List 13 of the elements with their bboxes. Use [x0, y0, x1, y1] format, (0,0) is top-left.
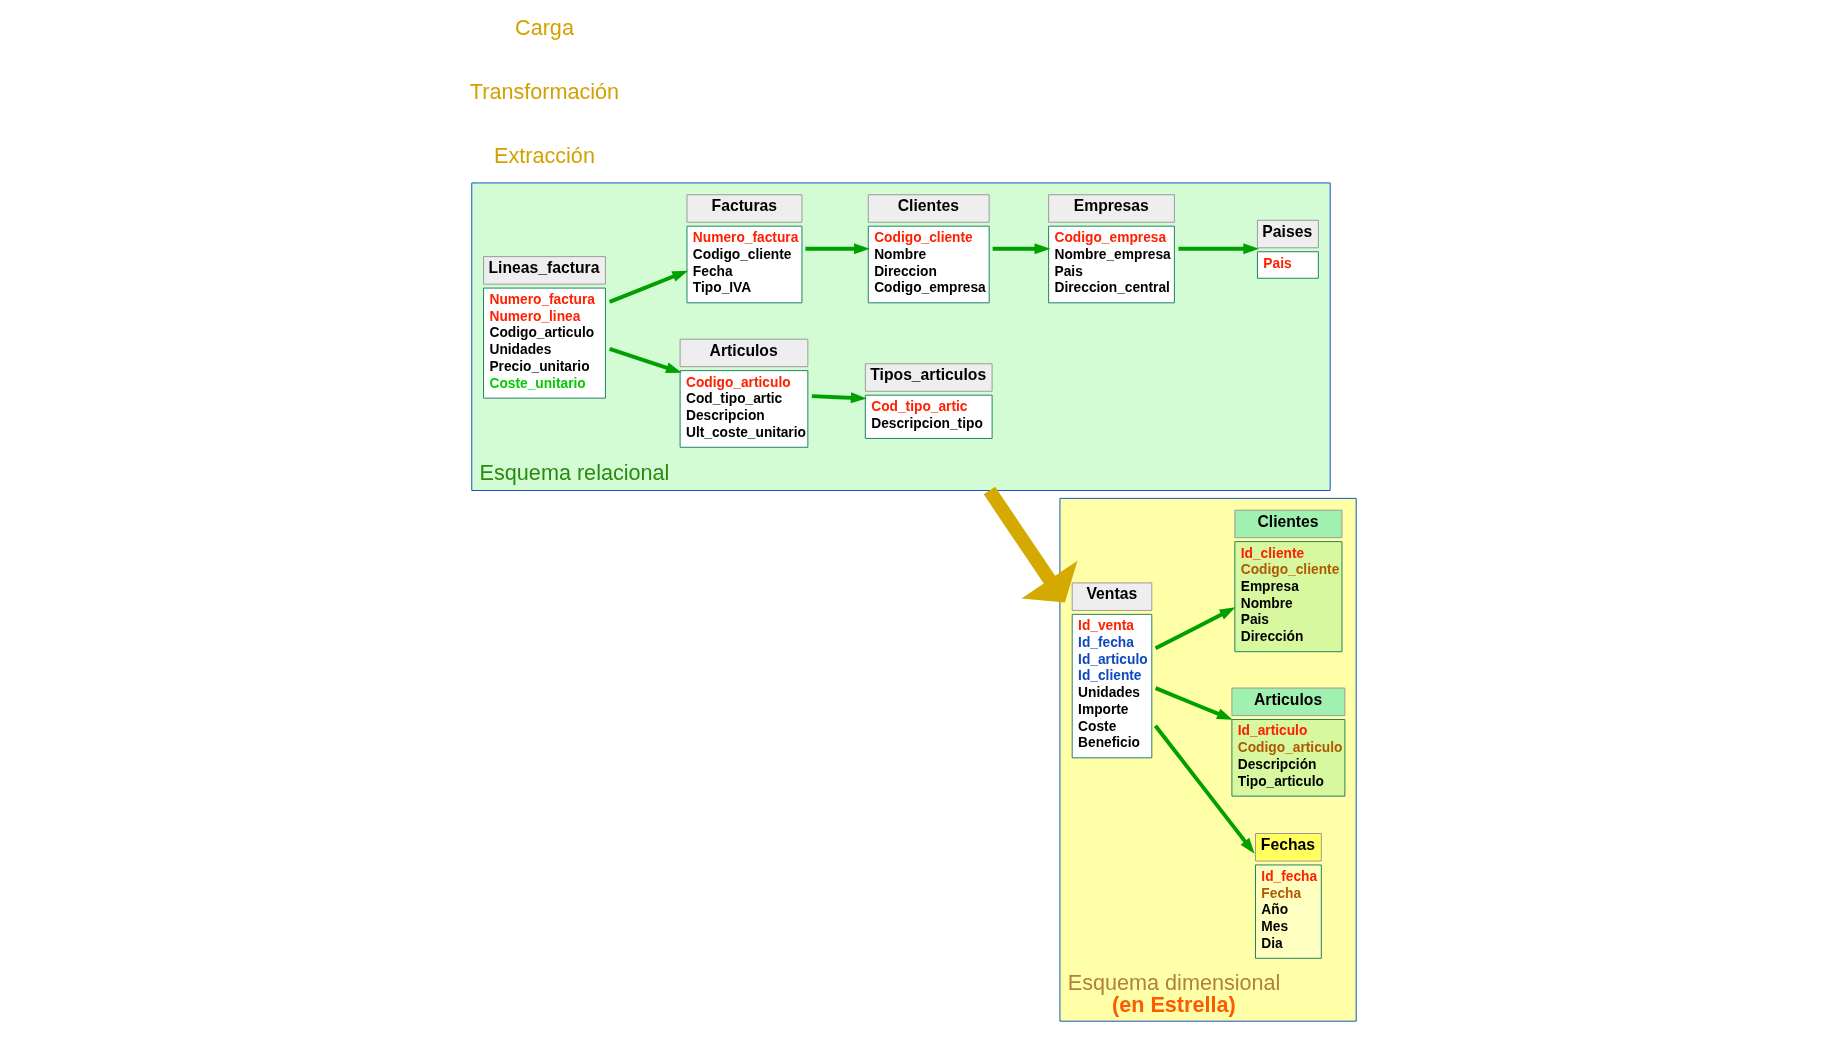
- label: Extracción: [493, 142, 595, 168]
- label: Carga: [514, 15, 574, 41]
- arrow: [1153, 724, 1255, 854]
- arrow: [608, 346, 682, 374]
- arrow: [1154, 607, 1235, 650]
- arrow: [804, 243, 870, 255]
- arrow: [983, 486, 1077, 603]
- arrow: [1177, 243, 1259, 255]
- arrow: [811, 392, 867, 404]
- arrow: [1154, 686, 1233, 720]
- label: Transformación: [469, 79, 619, 105]
- arrow: [992, 243, 1050, 255]
- arrow: [608, 270, 688, 304]
